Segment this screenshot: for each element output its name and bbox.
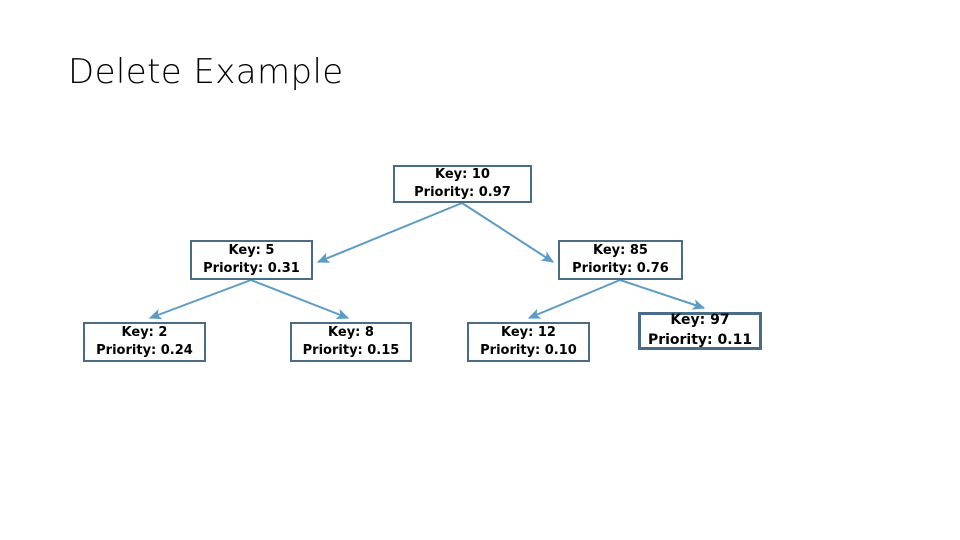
tree-node-priority-label: Priority: 0.24: [96, 343, 193, 358]
tree-node-key-12[interactable]: Key: 12 Priority: 0.10: [467, 322, 590, 362]
tree-node-key-label: Key: 5: [228, 242, 275, 258]
tree-node-priority-label: Priority: 0.76: [572, 261, 669, 276]
edge-node85-to-node97: [619, 279, 706, 310]
tree-node-key-label: Key: 10: [435, 166, 490, 182]
tree-node-key-label: Key: 2: [121, 324, 168, 340]
tree-node-priority-label: Priority: 0.11: [647, 332, 753, 348]
edge-node5-to-node8: [250, 279, 350, 319]
tree-node-priority-label: Priority: 0.31: [203, 261, 300, 276]
edge-node5-to-node2: [148, 279, 252, 320]
edge-node10-to-node85: [461, 202, 555, 263]
tree-node-key-label: Key: 8: [328, 324, 374, 340]
page-title: Delete Example: [68, 52, 344, 92]
tree-node-priority-label: Priority: 0.15: [302, 343, 400, 358]
tree-node-key-label: Key: 85: [593, 242, 648, 258]
tree-node-key-85[interactable]: Key: 85 Priority: 0.76: [558, 240, 683, 280]
edge-node10-to-node5: [316, 202, 463, 263]
tree-node-key-label: Key: 97: [670, 312, 730, 329]
tree-node-key-10[interactable]: Key: 10 Priority: 0.97: [393, 165, 532, 203]
tree-node-key-2[interactable]: Key: 2 Priority: 0.24: [83, 322, 206, 362]
tree-node-priority-label: Priority: 0.97: [414, 185, 511, 200]
edge-node85-to-node12: [527, 279, 621, 319]
tree-node-key-5[interactable]: Key: 5 Priority: 0.31: [190, 240, 313, 280]
tree-node-key-97[interactable]: Key: 97 Priority: 0.11: [638, 312, 762, 350]
tree-node-key-8[interactable]: Key: 8 Priority: 0.15: [290, 322, 412, 362]
tree-node-key-label: Key: 12: [501, 324, 556, 340]
tree-node-priority-label: Priority: 0.10: [480, 343, 577, 358]
